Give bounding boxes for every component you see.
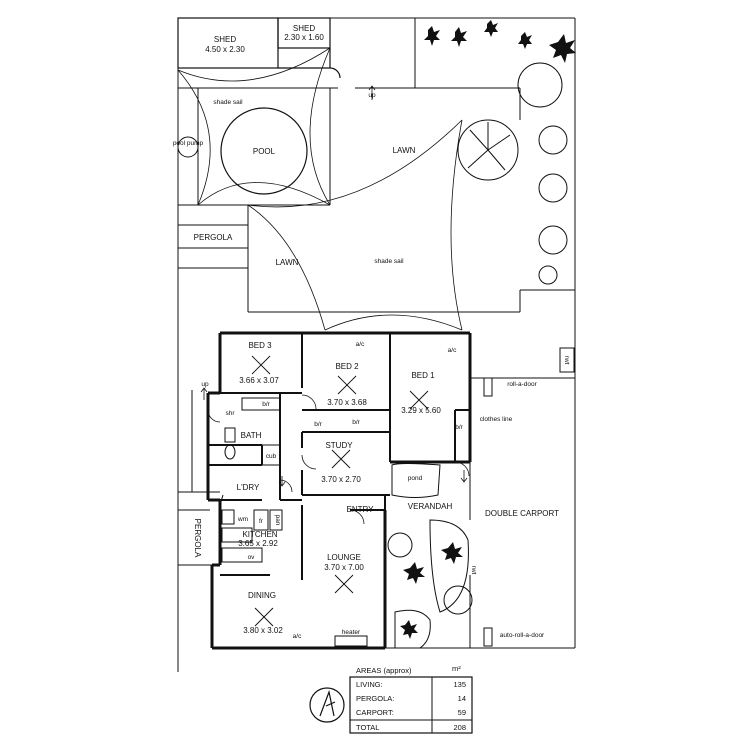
bir-bed2-a: b/r: [314, 421, 322, 428]
ac-dining: a/c: [293, 633, 302, 640]
rwt-tanks: [483, 347, 575, 647]
sheds: [177, 17, 341, 79]
area-row-value: 135: [453, 680, 466, 689]
lounge-size: 3.70 x 7.00: [324, 563, 364, 572]
pan-label: pan: [274, 515, 281, 526]
bed3-size: 3.66 x 3.07: [239, 376, 279, 385]
pergola-side-label: PERGOLA: [193, 519, 202, 558]
up-side-label: up: [201, 381, 209, 388]
lawn-lower-label: LAWN: [276, 258, 299, 267]
bed2-name: BED 2: [335, 362, 359, 371]
bed1-name: BED 1: [411, 371, 435, 380]
area-row-value: 14: [458, 694, 466, 703]
wm-label: wm: [237, 516, 248, 523]
ov-label: ov: [248, 554, 256, 561]
area-row-label: PERGOLA:: [356, 694, 394, 703]
clothes-line-label: clothes line: [480, 416, 513, 423]
bir-bed2-b: b/r: [352, 419, 360, 426]
kitchen-size: 3.65 x 2.92: [238, 539, 278, 548]
shed-small-size: 2.30 x 1.60: [284, 33, 324, 42]
areas-unit: m²: [452, 664, 461, 673]
bed2-size: 3.70 x 3.68: [327, 398, 367, 407]
pond-label: pond: [408, 475, 423, 482]
shade-sail-mid-label: shade sail: [374, 258, 404, 265]
pool-pump-label: pool pump: [173, 140, 204, 147]
ac-bed1: a/c: [448, 347, 457, 354]
door-swings: [207, 394, 470, 525]
kitchen-name: KITCHEN: [242, 530, 277, 539]
auto-roll-a-door-label: auto-roll-a-door: [500, 632, 545, 639]
palm-icons: [424, 20, 576, 63]
cub-label: cub: [266, 453, 277, 460]
dining-size: 3.80 x 3.02: [243, 626, 283, 635]
pool-outline: [220, 107, 308, 195]
shr-label: shr: [225, 410, 235, 417]
north-arrow-icon: [309, 687, 345, 723]
arrows: [200, 85, 468, 487]
bir-bed3: b/r: [262, 401, 270, 408]
up-top-label: up: [368, 92, 376, 99]
light-markers: [251, 355, 429, 627]
ac-bed2: a/c: [356, 341, 365, 348]
area-total-label: TOTAL: [356, 723, 379, 732]
fr-label: fr: [259, 518, 264, 525]
shed-small-name: SHED: [293, 24, 315, 33]
areas-title: AREAS (approx): [356, 666, 412, 675]
rwt-right-label: rwt: [563, 356, 570, 365]
house-walls: [206, 331, 472, 650]
bed1-size: 3.29 x 5.60: [401, 406, 441, 415]
pool-pump-outline: [177, 136, 199, 158]
yard-lines: [177, 17, 576, 672]
shade-sail-top-label: shade sail: [213, 99, 243, 106]
heater-label: heater: [342, 629, 361, 636]
verandah-label: VERANDAH: [408, 502, 453, 511]
bath-label: BATH: [241, 431, 262, 440]
area-total-value: 208: [453, 723, 466, 732]
shade-sail-mid: [247, 119, 463, 331]
roll-a-door-label: roll-a-door: [507, 381, 537, 388]
study-size: 3.70 x 2.70: [321, 475, 361, 484]
verandah-palms: [400, 542, 463, 639]
bir-bed1: b/r: [455, 424, 463, 431]
garden-trees: [457, 62, 568, 285]
area-row-label: LIVING:: [356, 680, 383, 689]
lounge-name: LOUNGE: [327, 553, 361, 562]
pool-label: POOL: [253, 147, 276, 156]
pergola-upper-label: PERGOLA: [194, 233, 233, 242]
area-row-label: CARPORT:: [356, 708, 394, 717]
verandah-garden: [385, 462, 473, 649]
shed-large-size: 4.50 x 2.30: [205, 45, 245, 54]
study-name: STUDY: [325, 441, 353, 450]
interior-walls: [208, 333, 470, 580]
double-carport-label: DOUBLE CARPORT: [485, 509, 559, 518]
fixtures-outlines: [219, 397, 368, 647]
dining-name: DINING: [248, 591, 276, 600]
shed-large-name: SHED: [214, 35, 236, 44]
bed3-name: BED 3: [248, 341, 272, 350]
areas-table: AREAS (approx) m² LIVING: 135 PERGOLA: 1…: [349, 664, 473, 734]
lawn-upper-label: LAWN: [393, 146, 416, 155]
shade-sail-top: [177, 47, 331, 206]
entry-label: ENTRY: [347, 505, 375, 514]
ldry-label: L'DRY: [237, 483, 260, 492]
rwt-carport-label: rwt: [470, 566, 477, 575]
area-row-value: 59: [458, 708, 466, 717]
